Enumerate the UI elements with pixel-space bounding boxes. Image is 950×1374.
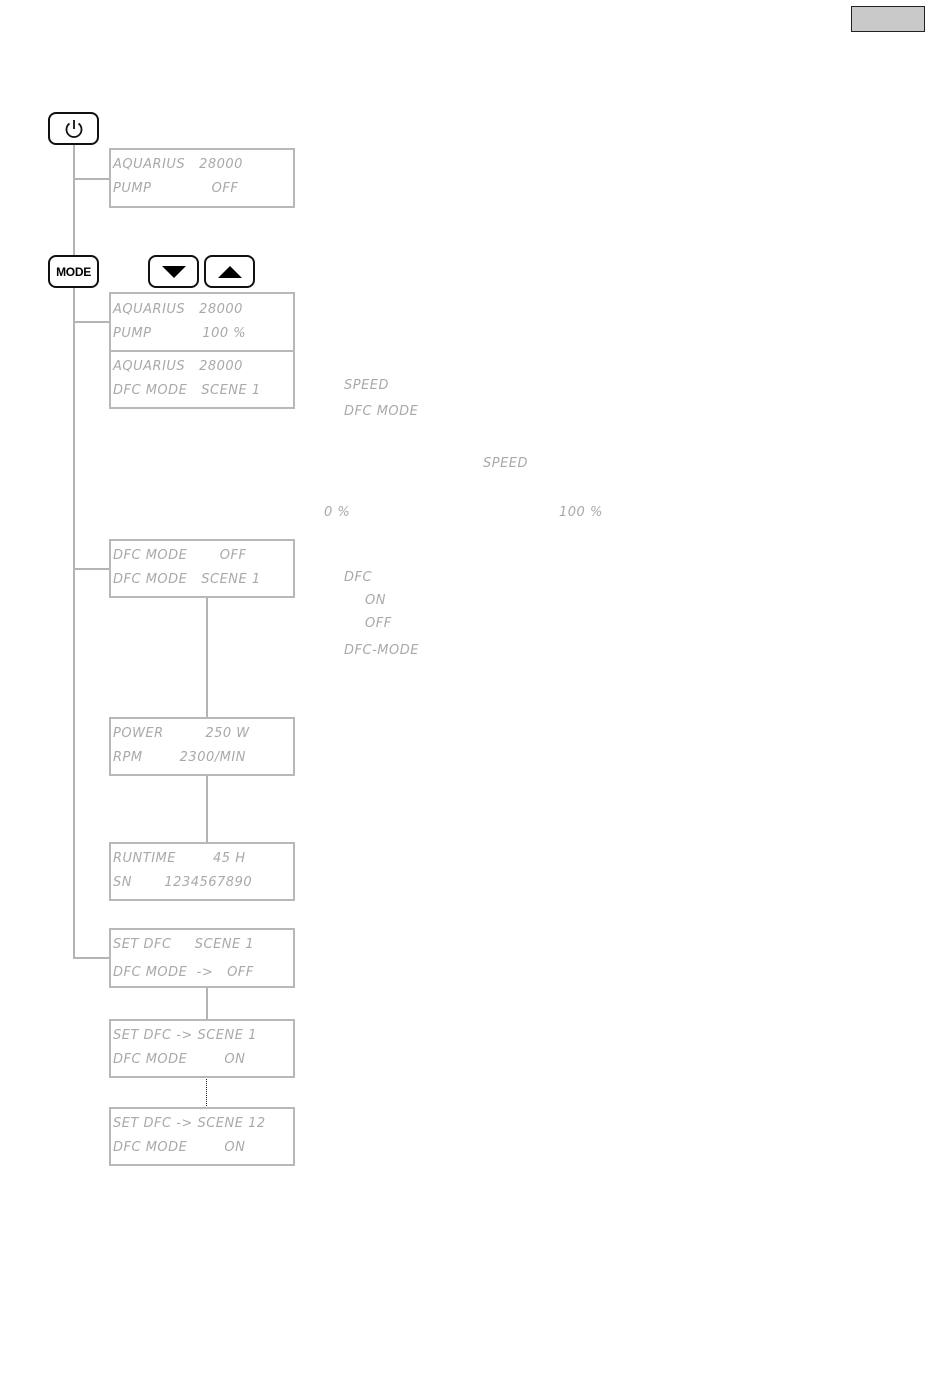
note-dfc-mode: DFC MODE: [344, 404, 419, 419]
note-percent-max: 100 %: [559, 505, 603, 520]
display-row: AQUARIUS 28000: [113, 157, 243, 172]
mode-button-label: MODE: [56, 264, 91, 279]
branch-1: [73, 178, 110, 180]
display-dfc-scene: AQUARIUS 28000 DFC MODE SCENE 1: [109, 350, 295, 409]
display-row: SET DFC -> SCENE 1: [113, 1028, 257, 1043]
page-tab-marker: [851, 6, 925, 32]
display-set-dfc: SET DFC SCENE 1 DFC MODE -> OFF: [109, 928, 295, 988]
note-speed-2: SPEED: [483, 456, 529, 471]
note-off: OFF: [365, 616, 392, 631]
note-speed: SPEED: [344, 378, 390, 393]
display-row: DFC MODE ON: [113, 1052, 246, 1067]
display-row: RPM 2300/MIN: [113, 750, 246, 765]
mode-button[interactable]: MODE: [48, 255, 99, 288]
display-row: SET DFC SCENE 1: [113, 937, 255, 952]
display-row: RUNTIME 45 H: [113, 851, 246, 866]
branch-3: [73, 568, 110, 570]
display-runtime-sn: RUNTIME 45 H SN 1234567890: [109, 842, 295, 901]
display-row: SN 1234567890: [113, 875, 253, 890]
display-power-rpm: POWER 250 W RPM 2300/MIN: [109, 717, 295, 776]
sub-connector-1: [206, 596, 208, 718]
display-dfc-mode: DFC MODE OFF DFC MODE SCENE 1: [109, 539, 295, 598]
main-connector-lower: [73, 288, 75, 958]
display-row: DFC MODE SCENE 1: [113, 383, 261, 398]
display-row: DFC MODE -> OFF: [113, 965, 254, 980]
display-row: DFC MODE OFF: [113, 548, 247, 563]
sub-connector-dotted: [206, 1077, 207, 1108]
note-on: ON: [365, 593, 386, 608]
down-button[interactable]: [148, 255, 199, 288]
main-connector: [73, 145, 75, 257]
display-row: PUMP 100 %: [113, 326, 247, 341]
power-icon: [65, 119, 82, 138]
branch-4: [73, 957, 110, 959]
sub-connector-3: [206, 986, 208, 1020]
display-row: AQUARIUS 28000: [113, 302, 243, 317]
arrow-up-icon: [217, 265, 242, 278]
note-dfc-mode-2: DFC-MODE: [344, 643, 419, 658]
display-row: DFC MODE ON: [113, 1140, 246, 1155]
power-button[interactable]: [48, 112, 99, 145]
display-row: POWER 250 W: [113, 726, 250, 741]
display-row: PUMP OFF: [113, 181, 239, 196]
display-row: SET DFC -> SCENE 12: [113, 1116, 266, 1131]
up-button[interactable]: [204, 255, 255, 288]
display-pump-speed: AQUARIUS 28000 PUMP 100 %: [109, 292, 295, 352]
sub-connector-2: [206, 774, 208, 844]
display-row: AQUARIUS 28000: [113, 359, 243, 374]
branch-2: [73, 321, 110, 323]
arrow-down-icon: [161, 265, 186, 278]
note-dfc: DFC: [344, 570, 373, 585]
display-set-dfc-scene-1: SET DFC -> SCENE 1 DFC MODE ON: [109, 1019, 295, 1078]
display-off: AQUARIUS 28000 PUMP OFF: [109, 148, 295, 208]
display-row: DFC MODE SCENE 1: [113, 572, 261, 587]
note-percent-min: 0 %: [324, 505, 351, 520]
display-set-dfc-scene-12: SET DFC -> SCENE 12 DFC MODE ON: [109, 1107, 295, 1166]
